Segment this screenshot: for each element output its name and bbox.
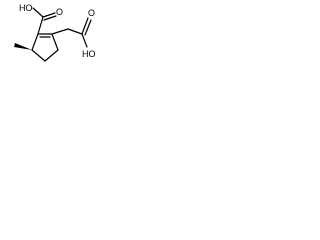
bond-c1-cooh-carbon	[37, 16, 44, 35]
bond-cooh-c-o-double-1	[42, 12, 56, 18]
bond-cooh-c-o-double-2	[43, 15, 57, 21]
bond-c-oh	[81, 33, 88, 48]
acid-top-carbonyl-label: O	[56, 7, 63, 17]
bond-c-o-double-1	[81, 17, 89, 35]
bond-c2-ch2	[51, 28, 69, 35]
acid-top-hydroxyl-label: HO	[19, 3, 33, 13]
chemical-structure-diagram: HO O O HO	[14, 3, 96, 62]
bond-ch2-c	[67, 28, 83, 35]
ring-bond-c3-c4	[44, 49, 59, 62]
methyl-wedge-bond	[14, 43, 32, 50]
acid-right-carbonyl-label: O	[88, 8, 95, 18]
acid-right-hydroxyl-label: HO	[82, 49, 96, 59]
ring-bond-c2-c3	[51, 33, 59, 51]
ring-bond-c4-c5	[31, 49, 46, 62]
ring-bond-c5-c1	[31, 33, 39, 51]
bond-c-o-double-2	[84, 19, 92, 36]
bond-cooh-c-oh	[32, 7, 44, 18]
